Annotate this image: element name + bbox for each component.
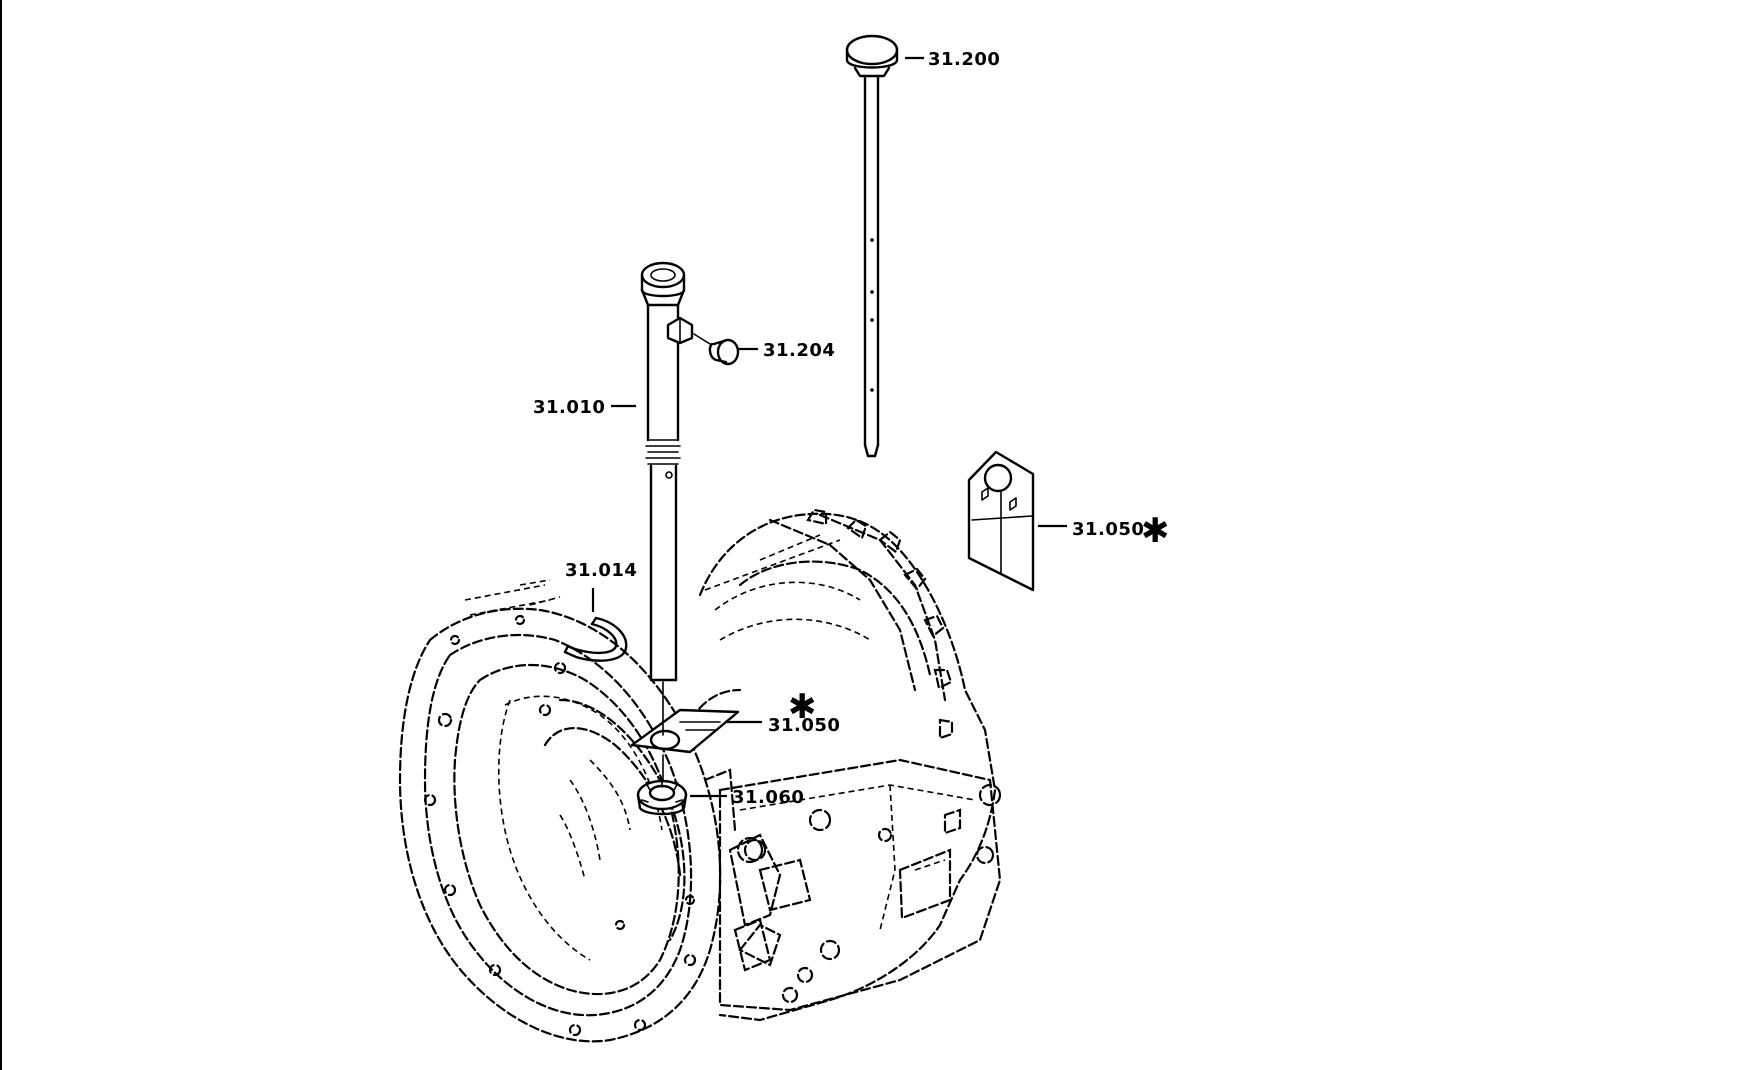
gasket: [630, 708, 740, 754]
dipstick: [845, 34, 899, 458]
asterisk-tag: ✱: [1141, 511, 1170, 551]
callout-label-gasket: 31.050: [768, 715, 840, 736]
asterisk-gasket: ✱: [788, 687, 817, 727]
callout-label-breather: 31.204: [763, 340, 835, 361]
callout-label-filler-tube: 31.010: [533, 397, 605, 418]
retaining-ring: [563, 616, 628, 662]
filler-tube: [640, 261, 694, 682]
callout-label-dipstick: 31.200: [928, 49, 1000, 70]
callout-label-tag: 31.050: [1072, 519, 1144, 540]
callout-label-nut: 31.060: [732, 787, 804, 808]
breather: [693, 333, 740, 366]
tag: [967, 450, 1035, 592]
transmission-housing: [398, 508, 1002, 1043]
nut: [636, 779, 688, 816]
callout-label-retaining-ring: 31.014: [565, 560, 637, 581]
